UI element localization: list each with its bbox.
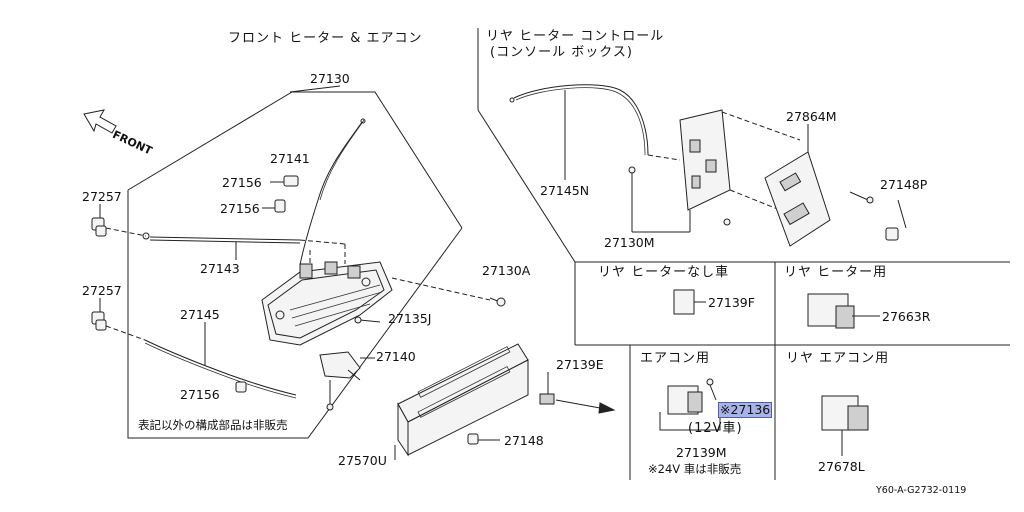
panel-27864M (764, 124, 831, 247)
callout-27143[interactable]: 27143 (200, 261, 240, 276)
section-dividers (477, 28, 1010, 480)
callout-27139F[interactable]: 27139F (708, 295, 755, 310)
knob-27148P (849, 191, 907, 241)
front-arrow-icon (83, 109, 117, 134)
control-unit-body (261, 244, 393, 346)
cable-27141 (299, 118, 366, 266)
cable-27145 (105, 322, 297, 399)
front-section-title: フロント ヒーター & エアコン (228, 31, 423, 46)
callout-27145N[interactable]: 27145N (540, 183, 590, 198)
callout-27156-c[interactable]: 27156 (180, 387, 220, 402)
rear-heater-none-heading: リヤ ヒーターなし車 (598, 265, 730, 280)
voltage-24v-note: ※24V 車は非販売 (648, 462, 742, 476)
voltage-12v-note: (12V車) (688, 421, 743, 436)
callout-27136-highlighted[interactable]: ※27136 (718, 402, 773, 418)
callout-27130M[interactable]: 27130M (604, 235, 655, 250)
rear-control-unit-27130M (628, 109, 801, 233)
rear-heater-for-heading: リヤ ヒーター用 (784, 265, 888, 280)
clip-27257-a (91, 204, 107, 237)
blank-27139F (673, 289, 706, 315)
switch-27678L (821, 395, 869, 456)
clip-27257-b (91, 298, 107, 331)
rear-aircon-for-heading: リヤ エアコン用 (786, 351, 890, 366)
knob-27148 (467, 433, 500, 445)
switch-27139E (539, 372, 616, 414)
switch-27136 (659, 378, 721, 431)
switch-27663R (807, 293, 880, 329)
callout-27130A[interactable]: 27130A (482, 263, 531, 278)
callout-27140[interactable]: 27140 (376, 349, 416, 364)
callout-27678L[interactable]: 27678L (818, 459, 865, 474)
rear-section-subtitle: (コンソール ボックス) (490, 45, 633, 60)
callout-27130[interactable]: 27130 (310, 71, 350, 86)
callout-27156-a[interactable]: 27156 (222, 175, 262, 190)
rear-section-title: リヤ ヒーター コントロール (486, 29, 665, 44)
callout-27141[interactable]: 27141 (270, 151, 310, 166)
callout-27135J[interactable]: 27135J (388, 311, 432, 326)
aircon-for-heading: エアコン用 (640, 351, 711, 366)
clip-27156-b (262, 199, 286, 213)
screw-27130A (391, 277, 506, 307)
callout-27148[interactable]: 27148 (504, 433, 544, 448)
callout-27663R[interactable]: 27663R (882, 309, 931, 324)
callout-27145[interactable]: 27145 (180, 307, 220, 322)
callout-27148P[interactable]: 27148P (880, 177, 928, 192)
cable-27143 (105, 227, 346, 260)
bezel-27570U (394, 343, 529, 460)
bracket-27140 (319, 351, 375, 411)
cable-27145N (509, 84, 681, 180)
screw-27135J (354, 316, 381, 324)
callout-27257-a[interactable]: 27257 (82, 189, 122, 204)
callout-27257-b[interactable]: 27257 (82, 283, 122, 298)
callout-27156-b[interactable]: 27156 (220, 201, 260, 216)
callout-27139E[interactable]: 27139E (556, 357, 604, 372)
not-sold-note: 表記以外の構成部品は非販売 (138, 418, 288, 432)
callout-27864M[interactable]: 27864M (786, 109, 837, 124)
diagram-id: Y60-A-G2732-0119 (876, 485, 967, 496)
clip-27156-a (270, 175, 299, 187)
assembly-bracket-27130 (127, 85, 463, 439)
callout-27570U[interactable]: 27570U (338, 453, 387, 468)
callout-27139M[interactable]: 27139M (676, 445, 727, 460)
